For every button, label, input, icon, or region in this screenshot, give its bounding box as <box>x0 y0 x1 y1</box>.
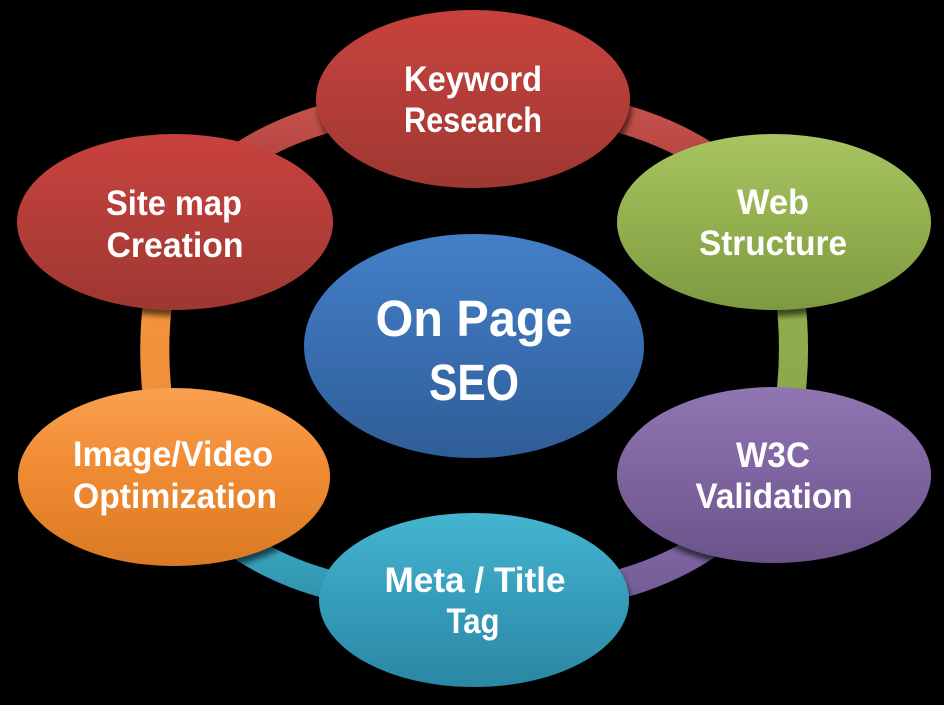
svg-text:Image/Video: Image/Video <box>73 435 273 474</box>
svg-text:Keyword: Keyword <box>404 60 542 99</box>
svg-text:Research: Research <box>404 101 542 140</box>
svg-text:Structure: Structure <box>699 224 847 263</box>
svg-text:W3C: W3C <box>736 436 810 475</box>
svg-text:Creation: Creation <box>107 226 244 265</box>
svg-text:Tag: Tag <box>447 602 500 641</box>
svg-text:Web: Web <box>737 183 809 222</box>
svg-text:On Page: On Page <box>376 290 573 347</box>
svg-text:SEO: SEO <box>429 354 519 411</box>
svg-text:Optimization: Optimization <box>73 477 277 516</box>
svg-text:Meta / Title: Meta / Title <box>385 561 566 600</box>
svg-text:Validation: Validation <box>696 477 853 516</box>
svg-text:Site map: Site map <box>106 184 242 223</box>
